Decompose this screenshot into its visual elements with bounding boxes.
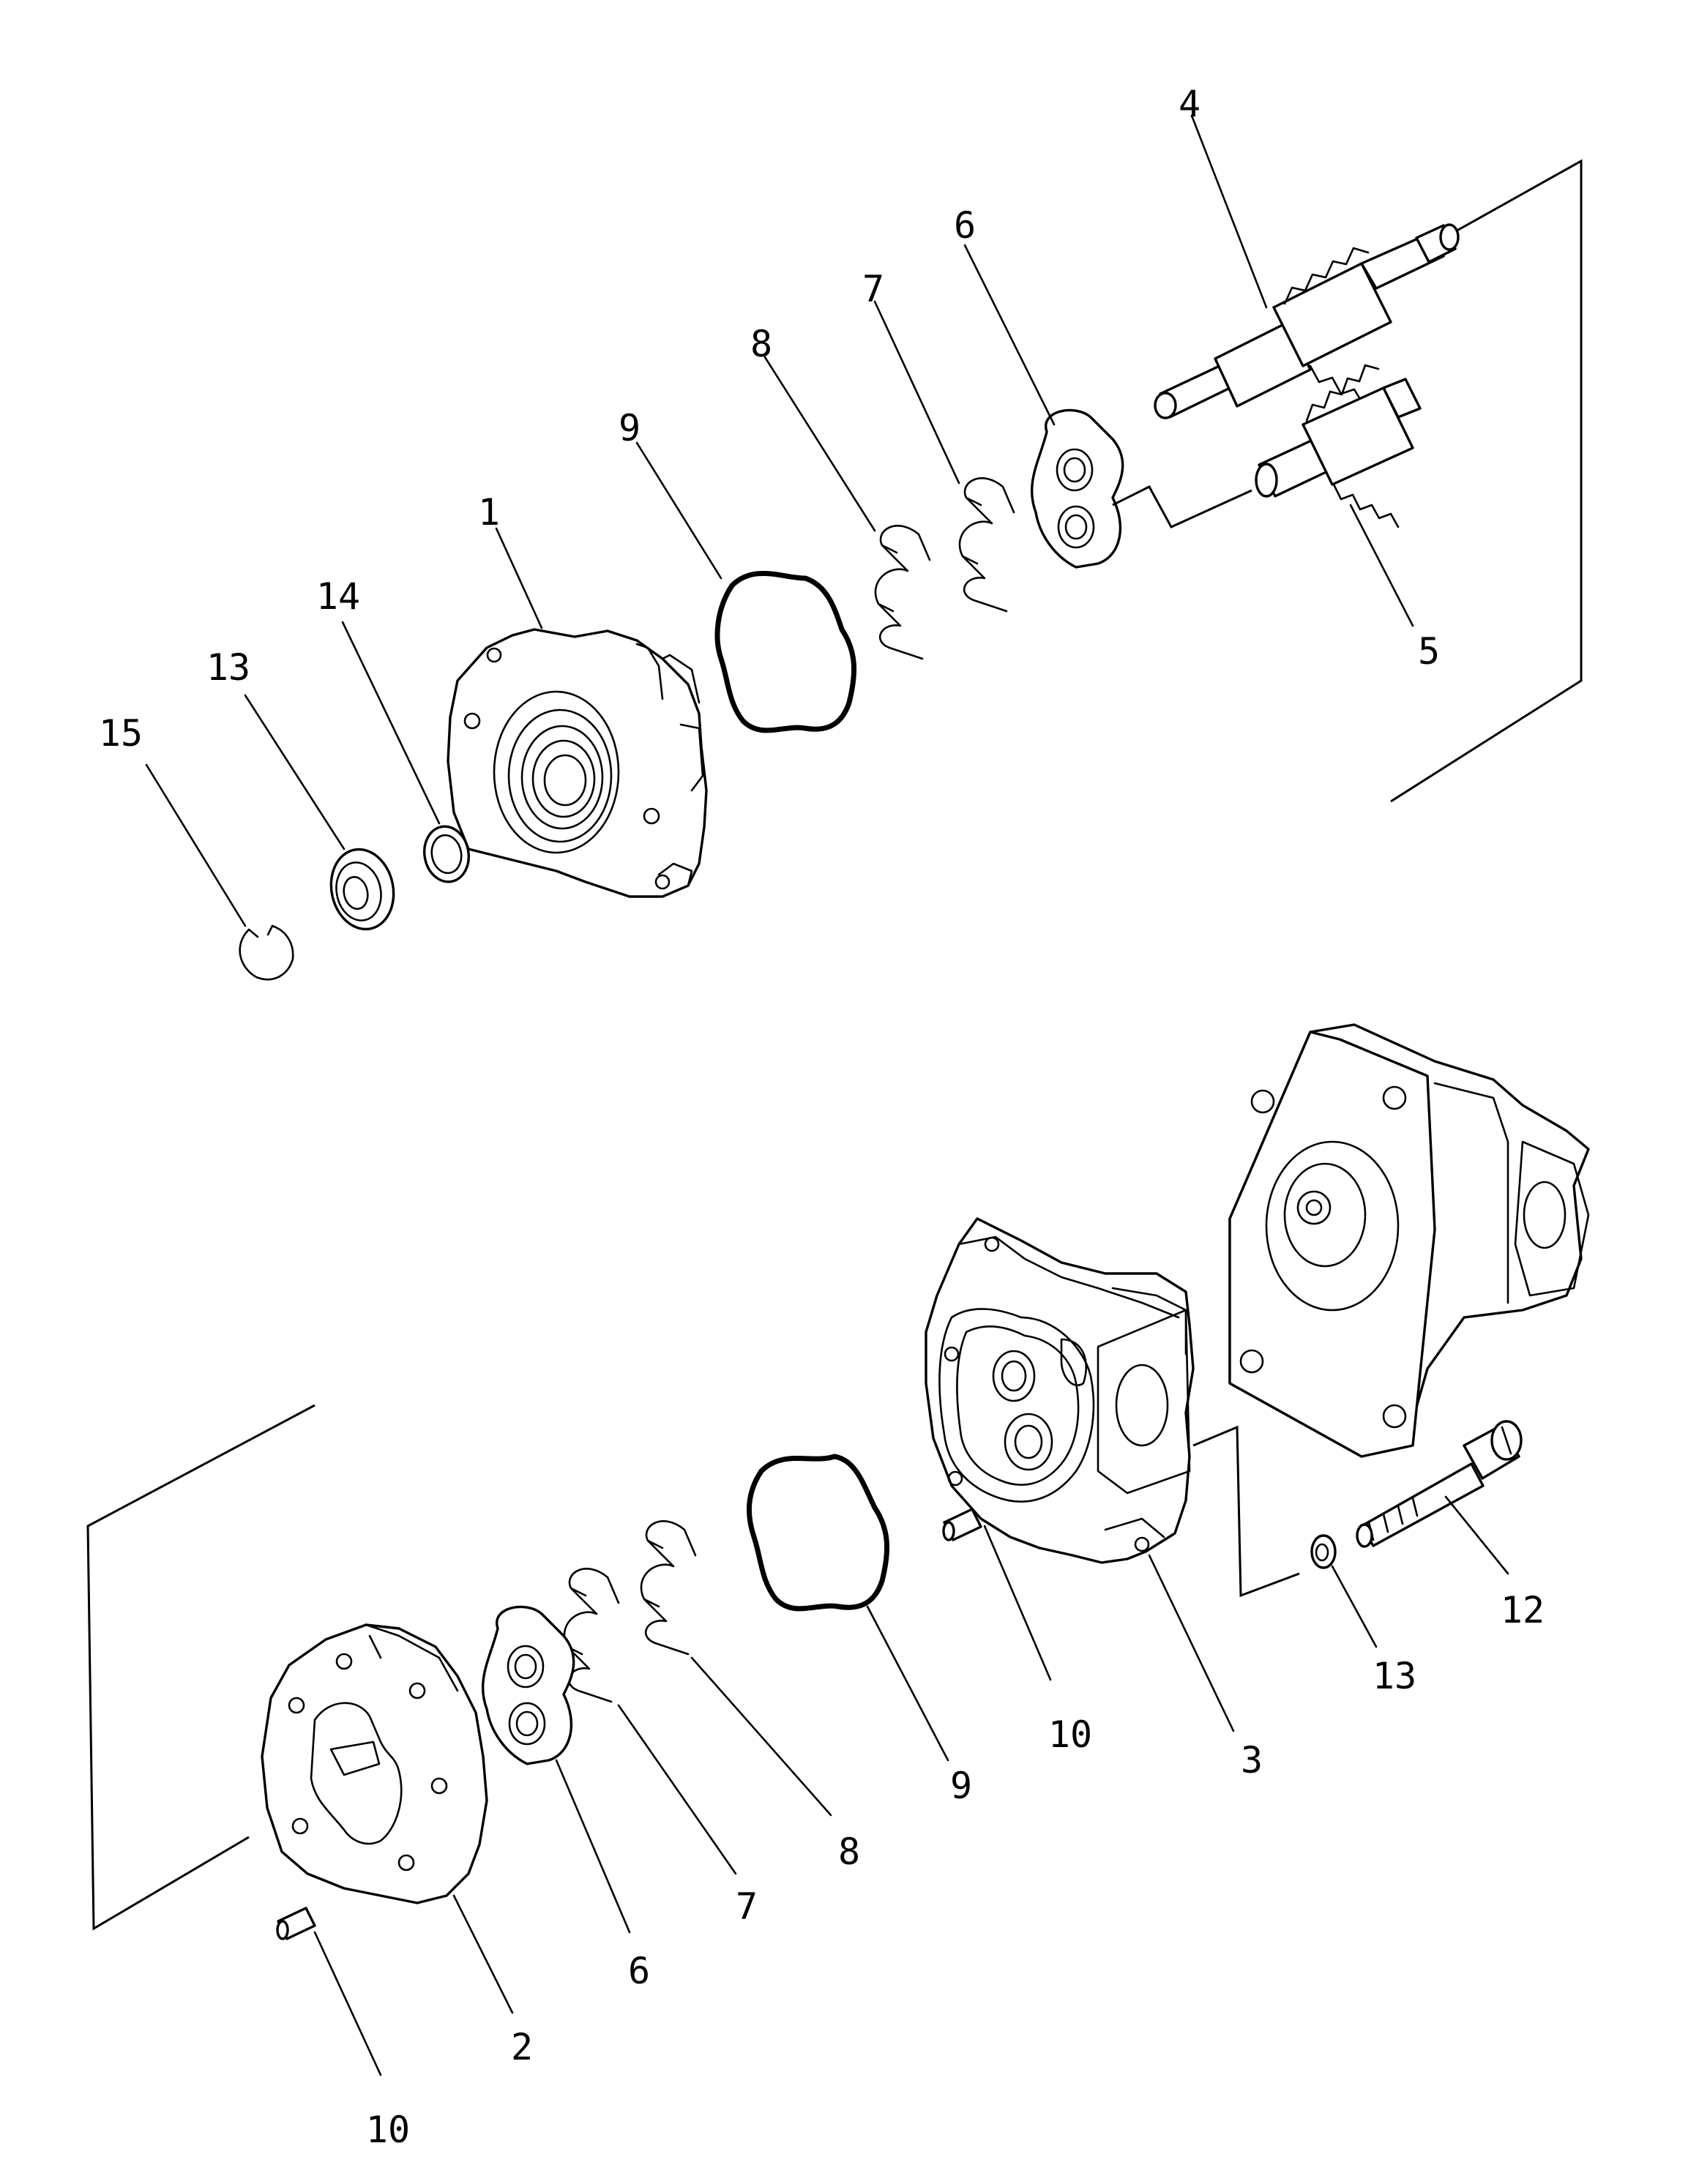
leader-9b	[866, 1605, 949, 1762]
part-12-washer	[1310, 1534, 1337, 1569]
leader-11	[1444, 1495, 1509, 1575]
part-8-seal-upper	[874, 525, 931, 660]
leader-4	[1190, 114, 1268, 309]
leader-13	[341, 621, 441, 825]
assembly-bracket-lower	[86, 1404, 315, 1931]
callout-9b: 9	[950, 1765, 972, 1807]
leader-5	[1349, 504, 1414, 627]
part-6-bushing-plate-lower	[481, 1605, 575, 1765]
leader-2	[452, 1894, 514, 2014]
part-15-snap-ring	[239, 924, 294, 981]
part-8-seal-lower	[640, 1520, 697, 1656]
pump-body-assembly	[1228, 1023, 1590, 1458]
callout-9a: 9	[619, 407, 641, 449]
part-9-o-ring-lower	[746, 1454, 889, 1612]
callout-8b: 8	[838, 1830, 860, 1873]
part-13-washer	[423, 825, 470, 883]
callout-15: 15	[99, 712, 143, 755]
part-7-seal-upper	[958, 477, 1015, 613]
part-5-driven-gear	[1255, 364, 1422, 528]
callout-14: 13	[206, 646, 250, 689]
leader-10b	[983, 1525, 1052, 1681]
leader-9a	[635, 441, 722, 580]
callout-13: 14	[316, 575, 360, 618]
part-7-seal-lower	[563, 1568, 620, 1703]
leader-12	[1331, 1565, 1378, 1648]
part-2-gear-case	[261, 1623, 488, 1904]
callout-7b: 7	[736, 1885, 758, 1928]
callout-6a: 6	[954, 204, 976, 247]
leader-6a	[963, 244, 1056, 426]
leader-8b	[690, 1656, 832, 1817]
leader-10a	[313, 1931, 382, 2076]
part-10-dowel-pin-right	[942, 1508, 982, 1541]
part-1-front-cover	[447, 628, 708, 898]
part-6-bushing-plate-upper	[1030, 408, 1124, 569]
callout-2: 2	[511, 2026, 533, 2068]
leader-14	[244, 694, 346, 850]
leader-7b	[617, 1704, 737, 1875]
part-9-o-ring-upper	[714, 571, 856, 733]
leader-1	[495, 527, 543, 629]
callout-6b: 6	[628, 1950, 650, 1992]
part-11-bolt	[1356, 1420, 1523, 1548]
assembly-bracket-bolt	[1192, 1425, 1300, 1598]
callout-3: 3	[1241, 1739, 1263, 1781]
part-3-rear-cover	[925, 1217, 1195, 1564]
part-4-drive-shaft-gear	[1154, 223, 1460, 419]
assembly-bracket-upper	[1390, 159, 1583, 803]
leader-6b	[555, 1759, 631, 1934]
leader-8a	[763, 356, 876, 532]
callout-4: 4	[1179, 83, 1200, 125]
callout-12: 13	[1373, 1655, 1416, 1697]
callout-5: 5	[1418, 630, 1440, 673]
callout-10a: 10	[366, 2109, 410, 2151]
callout-8a: 8	[750, 323, 772, 365]
leader-15	[145, 763, 247, 927]
callout-1: 1	[478, 491, 500, 534]
part-14-oil-seal	[329, 848, 395, 931]
leader-7a	[873, 300, 960, 485]
callout-10b: 10	[1048, 1713, 1092, 1756]
part-10-dowel-pin-left	[276, 1907, 316, 1940]
leader-3	[1148, 1554, 1235, 1732]
callout-7a: 7	[862, 268, 884, 310]
assembly-bracket-gear5	[1112, 485, 1252, 528]
callout-11: 12	[1501, 1589, 1545, 1631]
